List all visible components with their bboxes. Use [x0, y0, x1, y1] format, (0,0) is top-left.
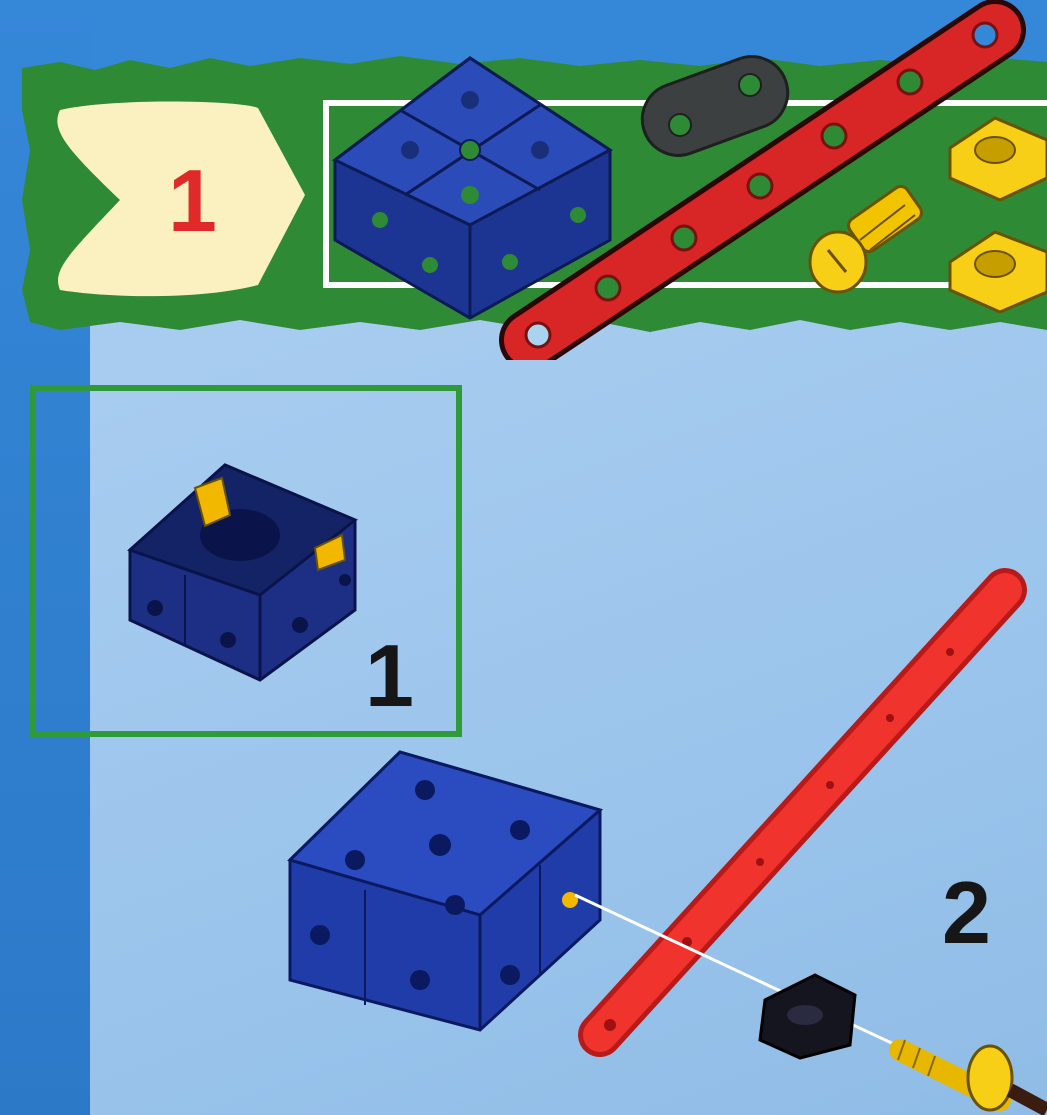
step-2-blue-block: [290, 752, 600, 1030]
step-2-red-strip: [600, 590, 1005, 1035]
step-2-number: 2: [942, 862, 991, 964]
step-2-screw: [898, 1040, 1047, 1110]
